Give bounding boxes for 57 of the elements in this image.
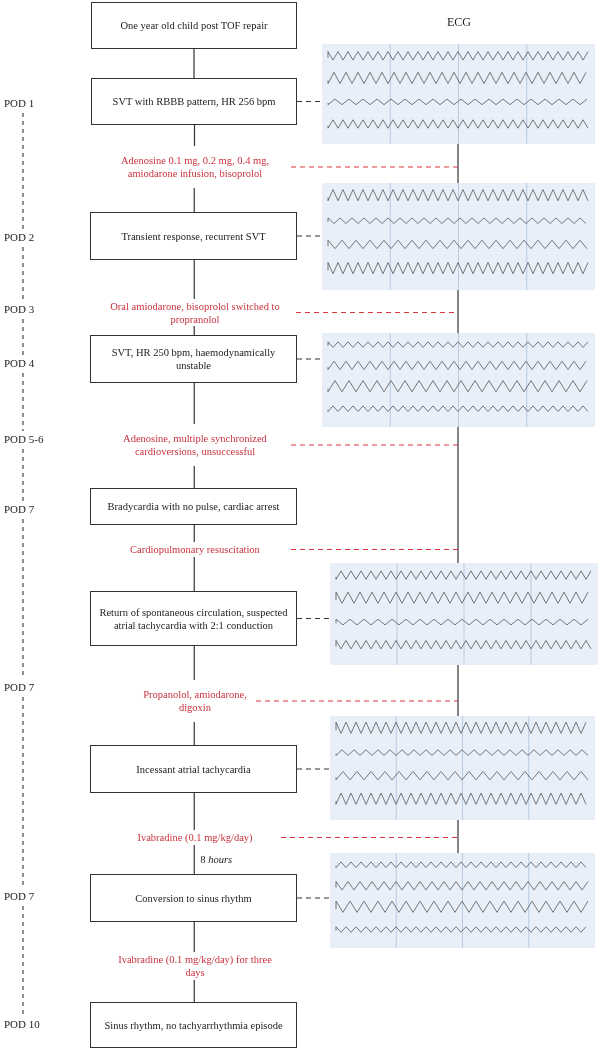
treatment-text: Cardiopulmonary resuscitation: [105, 542, 285, 557]
connector-line: [193, 382, 195, 425]
treatment-text: Adenosine, multiple synchronized cardioversions, unsuccessful: [105, 424, 285, 466]
timeline-label: POD 1: [4, 97, 35, 110]
treatment-text: Adenosine 0.1 mg, 0.2 mg, 0.4 mg, amiodarone infusion, bisoprolol: [105, 146, 285, 188]
timeline-label: POD 3: [4, 303, 35, 316]
connector-line: [457, 426, 459, 564]
timeline-label: POD 4: [4, 357, 35, 370]
connector-line: [290, 444, 459, 446]
timeline-label: POD 2: [4, 231, 35, 244]
event-box: One year old child post TOF repair: [91, 2, 297, 49]
treatment-text: Ivabradine (0.1 mg/kg/day): [115, 830, 275, 845]
connector-line: [457, 289, 459, 334]
connector-line: [193, 979, 195, 1003]
event-box: SVT with RBBB pattern, HR 256 bpm: [91, 78, 297, 125]
connector-line: [296, 768, 331, 770]
connector-line: [193, 124, 196, 147]
connector-line: [296, 100, 323, 103]
timeline-label: POD 7: [4, 503, 35, 516]
treatment-text: Propanolol, amiodarone, digoxin: [140, 680, 250, 722]
connector-line: [193, 48, 195, 79]
timeline-label: POD 7: [4, 890, 35, 903]
event-box: Incessant atrial tachycardia: [90, 745, 297, 793]
connector-line: [193, 325, 195, 336]
connector-line: [193, 721, 195, 746]
connector-line: [296, 617, 331, 620]
timeline-label: POD 7: [4, 681, 35, 694]
treatment-text: Ivabradine (0.1 mg/kg/day) for three days: [115, 952, 275, 980]
connector-line: [193, 187, 195, 213]
timeline-label: POD 5-6: [4, 433, 44, 446]
connector-line: [290, 548, 459, 551]
timeline-label: POD 10: [4, 1018, 40, 1031]
column-heading: ECG: [447, 16, 471, 29]
event-box: Sinus rhythm, no tachyarrhythmia episode: [90, 1002, 297, 1048]
connector-line: [193, 792, 195, 831]
event-box: Conversion to sinus rhythm: [90, 874, 297, 922]
connector-line: [296, 358, 323, 360]
connector-line: [193, 556, 195, 592]
connector-line: [296, 235, 323, 237]
connector-line: [457, 143, 459, 184]
treatment-text: Oral amiodarone, bisoprolol switched to propranolol: [100, 299, 290, 326]
connector-line: [255, 700, 459, 702]
connector-line: [193, 921, 195, 953]
connector-line: [193, 465, 195, 489]
connector-line: [290, 166, 459, 168]
connector-line: [193, 259, 195, 300]
event-box: Transient response, recurrent SVT: [90, 212, 297, 260]
connector-line: [193, 524, 195, 543]
connector-line: [296, 897, 331, 899]
connector-line: [193, 645, 195, 681]
connector-line: [193, 844, 195, 875]
connector-line: [457, 664, 459, 717]
event-box: Return of spontaneous circulation, suspected atrial tachycardia with 2:1 conduction: [90, 591, 297, 646]
event-box: SVT, HR 250 bpm, haemodynamically unstable: [90, 335, 297, 383]
event-box: Bradycardia with no pulse, cardiac arrest: [90, 488, 297, 525]
connector-line: [457, 819, 459, 854]
connector-line: [280, 836, 459, 839]
